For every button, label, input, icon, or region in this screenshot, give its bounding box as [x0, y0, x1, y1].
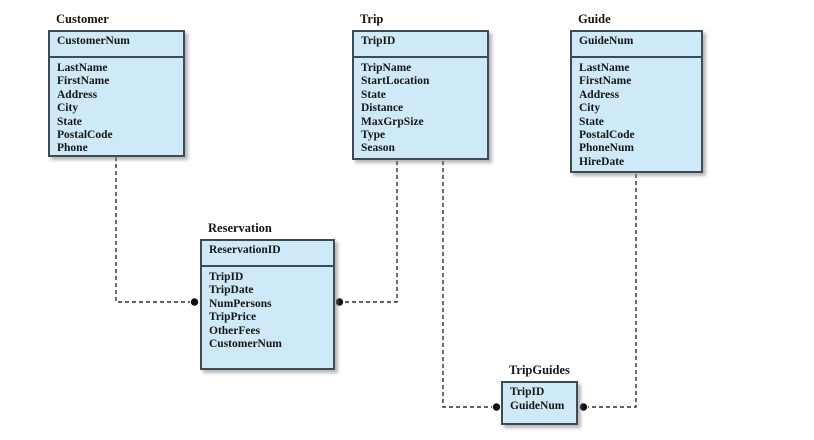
entity-box-guide: GuideNum LastName FirstName Address City…: [570, 30, 703, 173]
field-list: TripName StartLocation State Distance Ma…: [354, 58, 487, 156]
field: Address: [57, 88, 98, 101]
field: PhoneNum: [579, 142, 634, 155]
entity-title: Customer: [56, 12, 109, 26]
connector-customer-reservation: [115, 157, 199, 306]
connector-trip-tripguides: [442, 161, 501, 411]
entity-title: Reservation: [208, 221, 272, 235]
field: City: [579, 102, 601, 115]
relationship-endpoint-dot: [335, 298, 344, 306]
entity-box-trip: TripID TripName StartLocation State Dist…: [352, 30, 489, 160]
field: Address: [579, 88, 620, 101]
field: LastName: [57, 62, 108, 74]
field: Type: [361, 129, 386, 142]
entity-box-tripguides: TripID GuideNum: [501, 381, 578, 425]
field: LastName: [579, 62, 630, 74]
field: TripPrice: [209, 311, 257, 324]
entity-box-customer: CustomerNum LastName FirstName Address C…: [48, 30, 185, 157]
field: NumPersons: [209, 297, 272, 310]
field: State: [57, 115, 82, 128]
field: PostalCode: [579, 129, 635, 142]
primary-key-field: CustomerNum: [50, 32, 183, 58]
field-list: TripID TripDate NumPersons TripPrice Oth…: [202, 267, 333, 351]
field-list: LastName FirstName Address City State Po…: [50, 58, 183, 156]
field: State: [361, 88, 386, 101]
field: MaxGrpSize: [361, 115, 424, 128]
relationship-endpoint-dot: [492, 403, 501, 411]
field: PostalCode: [57, 129, 113, 142]
field: HireDate: [579, 155, 625, 168]
entity-title: Guide: [578, 12, 611, 26]
field: TripName: [361, 62, 412, 74]
field: State: [579, 115, 604, 128]
field: FirstName: [579, 75, 632, 88]
primary-key-field: TripID: [354, 32, 487, 58]
field: CustomerNum: [209, 338, 282, 351]
field: StartLocation: [361, 75, 430, 88]
field: TripID: [209, 271, 244, 283]
field: TripID: [510, 386, 545, 398]
entity-title: TripGuides: [509, 363, 570, 377]
entity-title: Trip: [360, 12, 384, 26]
field: GuideNum: [510, 399, 565, 412]
field-list: TripID GuideNum: [503, 383, 576, 414]
primary-key-field: GuideNum: [572, 32, 701, 58]
relationship-endpoint-dot: [190, 298, 199, 306]
relationship-endpoint-dot: [579, 403, 588, 411]
field: City: [57, 102, 79, 115]
connector-guide-tripguides: [579, 174, 637, 411]
field: Season: [361, 142, 395, 155]
field-list: LastName FirstName Address City State Po…: [572, 58, 701, 169]
primary-key-field: ReservationID: [202, 241, 333, 267]
field: FirstName: [57, 75, 110, 88]
field: Distance: [361, 102, 404, 115]
field: OtherFees: [209, 324, 261, 337]
field: Phone: [57, 142, 88, 155]
connector-trip-reservation: [335, 161, 398, 306]
entity-box-reservation: ReservationID TripID TripDate NumPersons…: [200, 239, 335, 370]
field: TripDate: [209, 284, 254, 297]
